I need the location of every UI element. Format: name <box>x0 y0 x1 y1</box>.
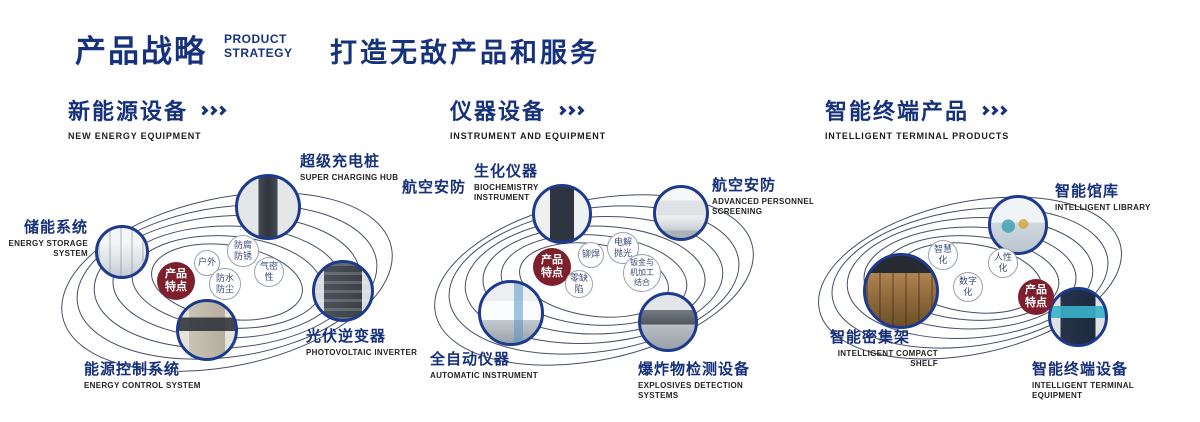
page-title-english-line1: PRODUCT <box>224 32 287 46</box>
section-title: 新能源设备 <box>68 99 189 124</box>
tagline: 打造无敌产品和服务 <box>330 38 600 68</box>
section-title: 智能终端产品 <box>825 99 970 124</box>
section-heading-intelligent-terminal: 智能终端产品 INTELLIGENT TERMINAL PRODUCTS <box>825 94 1009 141</box>
node-label-intelligent-terminal-equipment: 智能终端设备 INTELLIGENT TERMINAL EQUIPMENT <box>1032 361 1134 401</box>
page-title-english: PRODUCT STRATEGY <box>224 32 293 61</box>
product-features-badge: 产品特点 <box>157 262 195 300</box>
triple-chevron-icon <box>556 105 585 115</box>
node-label-energy-control-system: 能源控制系统 ENERGY CONTROL SYSTEM <box>84 361 201 390</box>
feature-bubble: 气密性 <box>254 257 284 287</box>
section-subtitle: INSTRUMENT AND EQUIPMENT <box>450 131 606 141</box>
personnel-screening-photo <box>653 185 709 241</box>
label-aviation-security-left: 航空安防 <box>402 179 467 196</box>
node-label-automatic-instrument: 全自动仪器 AUTOMATIC INSTRUMENT <box>430 351 538 380</box>
super-charging-hub-photo <box>235 174 301 240</box>
biochemistry-instrument-photo <box>532 184 592 244</box>
node-label-biochemistry-instrument: 生化仪器 BIOCHEMISTRY INSTRUMENT <box>474 163 539 203</box>
section-title: 仪器设备 <box>450 99 547 124</box>
feature-bubble: 智慧化 <box>928 240 958 270</box>
orbit-rings-instrument <box>434 194 754 366</box>
node-label-intelligent-library: 智能馆库 INTELLIGENT LIBRARY <box>1055 183 1151 212</box>
node-label-energy-storage: 储能系统 ENERGY STORAGE SYSTEM <box>8 219 88 259</box>
explosives-detection-photo <box>638 292 698 352</box>
page-title: 产品战略 <box>75 34 207 69</box>
feature-bubble: 零缺陷 <box>565 270 593 298</box>
feature-bubble: 钣金与机加工结合 <box>623 254 661 292</box>
energy-control-system-photo <box>176 299 238 361</box>
section-heading-new-energy: 新能源设备 NEW ENERGY EQUIPMENT <box>68 94 227 141</box>
node-label-explosives-detection: 爆炸物检测设备 EXPLOSIVES DETECTION SYSTEMS <box>638 361 751 401</box>
intelligent-compact-shelf-photo <box>863 253 939 329</box>
node-label-aviation-security: 航空安防 ADVANCED PERSONNEL SCREENING <box>712 177 815 217</box>
intelligent-library-photo <box>988 195 1048 255</box>
feature-bubble: 数字化 <box>953 272 983 302</box>
intelligent-terminal-equipment-photo <box>1048 287 1108 347</box>
feature-bubble: 电解抛光 <box>607 232 639 264</box>
feature-bubble: 人性化 <box>988 248 1018 278</box>
energy-storage-system-photo <box>95 225 149 279</box>
node-label-super-charging-hub: 超级充电桩 SUPER CHARGING HUB <box>300 153 399 182</box>
photovoltaic-inverter-photo <box>312 260 374 322</box>
feature-bubble: 防水防尘 <box>209 268 241 300</box>
feature-bubble: 铆焊 <box>578 242 604 268</box>
section-subtitle: INTELLIGENT TERMINAL PRODUCTS <box>825 131 1010 141</box>
triple-chevron-icon <box>979 105 1008 115</box>
page-title-english-line2: STRATEGY <box>224 45 293 60</box>
section-heading-instrument: 仪器设备 INSTRUMENT AND EQUIPMENT <box>450 94 606 141</box>
product-features-badge: 产品特点 <box>1018 279 1054 315</box>
automatic-instrument-photo <box>478 280 544 346</box>
section-subtitle: NEW ENERGY EQUIPMENT <box>68 131 202 141</box>
triple-chevron-icon <box>198 105 227 115</box>
node-label-intelligent-compact-shelf: 智能密集架 INTELLIGENT COMPACT SHELF <box>830 329 938 369</box>
product-features-badge: 产品特点 <box>533 248 571 286</box>
feature-bubble: 防腐防锈 <box>227 235 259 267</box>
node-label-photovoltaic-inverter: 光伏逆变器 PHOTOVOLTAIC INVERTER <box>306 328 418 357</box>
